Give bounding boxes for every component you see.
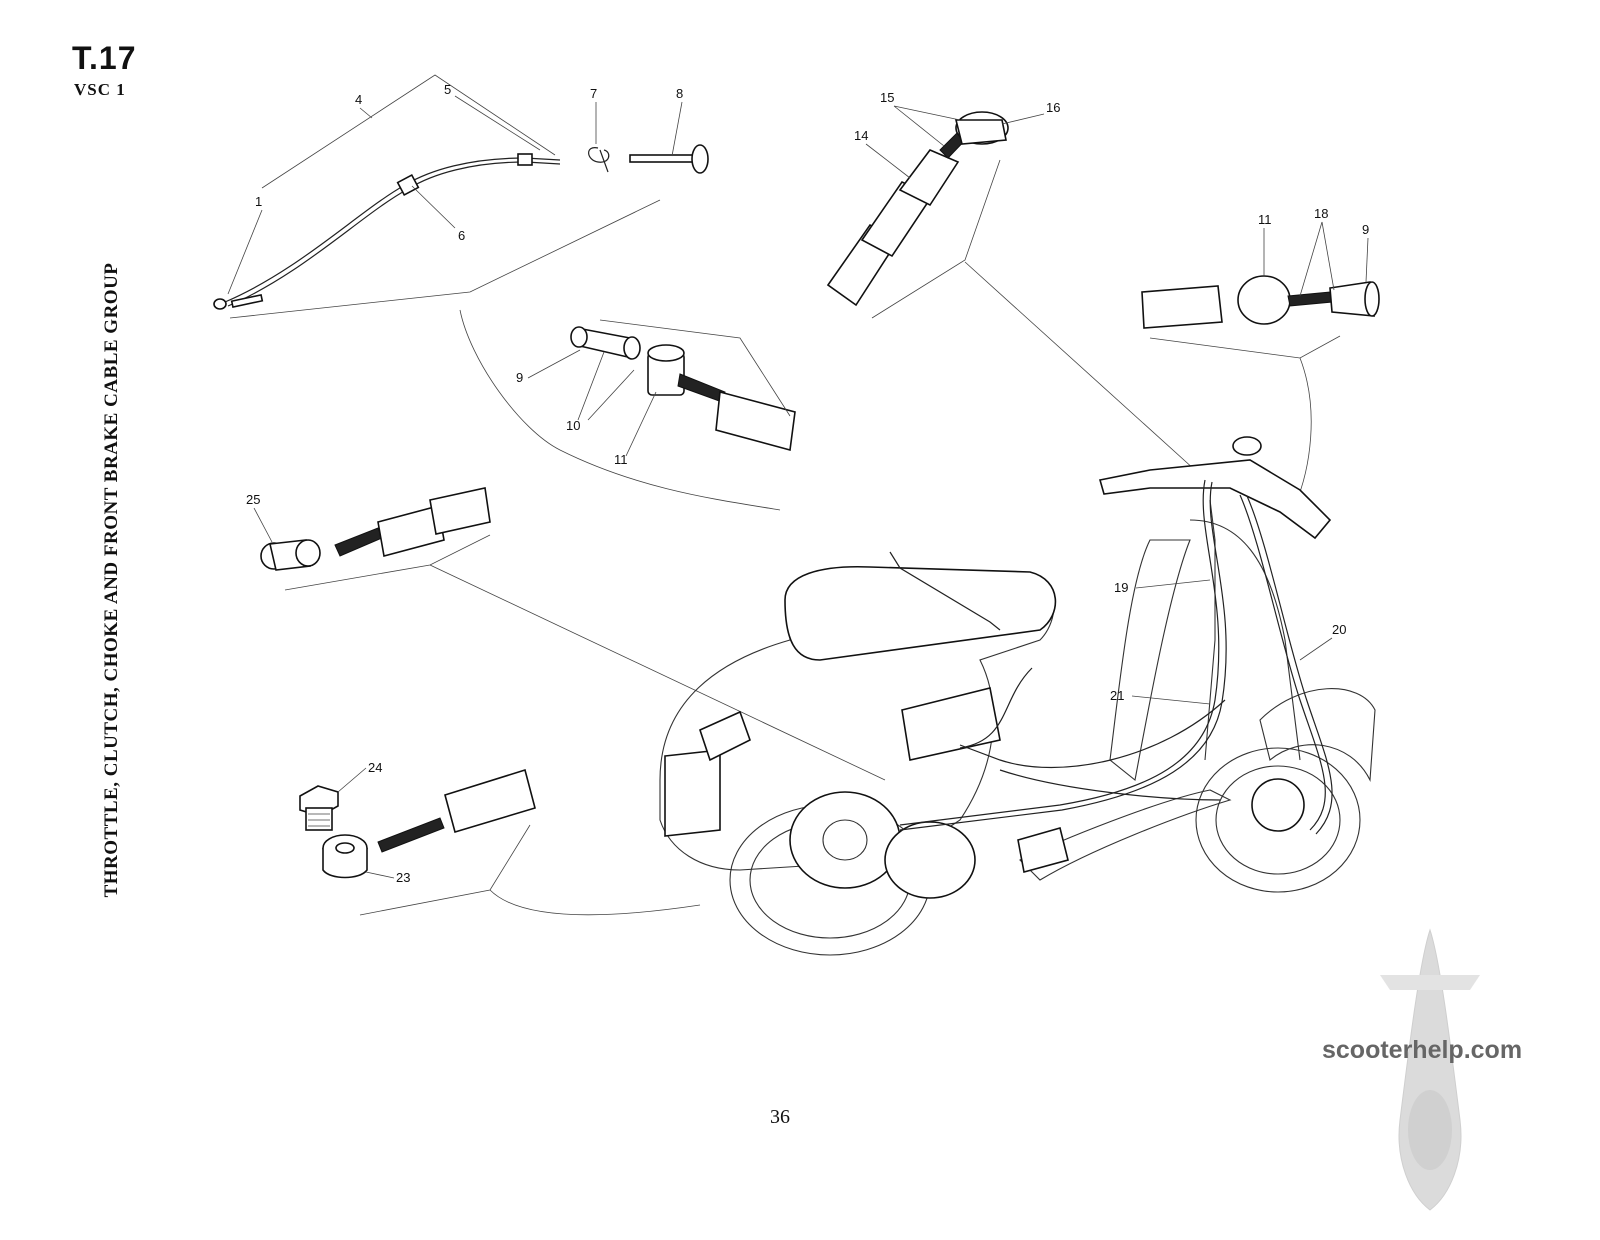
ferrule-group xyxy=(260,487,886,781)
callout-9-right: 9 xyxy=(1362,222,1369,237)
callout-15: 15 xyxy=(880,90,894,105)
barrel-nipple-group-right xyxy=(1141,275,1380,506)
cable-assembly-group xyxy=(213,74,561,310)
model-code: VSC 1 xyxy=(74,80,126,99)
callout-6: 6 xyxy=(458,228,465,243)
scooter-illustration xyxy=(659,436,1376,956)
callout-25: 25 xyxy=(246,492,260,507)
callout-1: 1 xyxy=(255,194,262,209)
callout-11-center: 11 xyxy=(614,452,628,467)
callout-18: 18 xyxy=(1314,206,1328,221)
barrel-nipple-group-top xyxy=(826,111,1196,471)
barrel-nipple-group-center xyxy=(459,309,796,511)
callout-5: 5 xyxy=(444,82,451,97)
callout-4: 4 xyxy=(355,92,362,107)
page-number: 36 xyxy=(770,1106,790,1128)
pin-part xyxy=(629,144,709,174)
clip-part xyxy=(588,147,610,173)
callout-7: 7 xyxy=(590,86,597,101)
adjuster-group xyxy=(299,768,701,916)
callout-14: 14 xyxy=(854,128,868,143)
callout-19: 19 xyxy=(1114,580,1128,595)
watermark-text: scooterhelp.com xyxy=(1322,1036,1523,1064)
callout-10: 10 xyxy=(566,418,580,433)
callout-9-center: 9 xyxy=(516,370,523,385)
callout-24: 24 xyxy=(368,760,382,775)
watermark-scooter-image xyxy=(1380,928,1480,1211)
callout-8: 8 xyxy=(676,86,683,101)
callout-23: 23 xyxy=(396,870,410,885)
callout-20: 20 xyxy=(1332,622,1346,637)
table-code: T.17 xyxy=(72,40,137,76)
leader-lines xyxy=(227,95,1369,879)
callout-11-right: 11 xyxy=(1258,212,1272,227)
callout-16: 16 xyxy=(1046,100,1060,115)
callout-21: 21 xyxy=(1110,688,1124,703)
